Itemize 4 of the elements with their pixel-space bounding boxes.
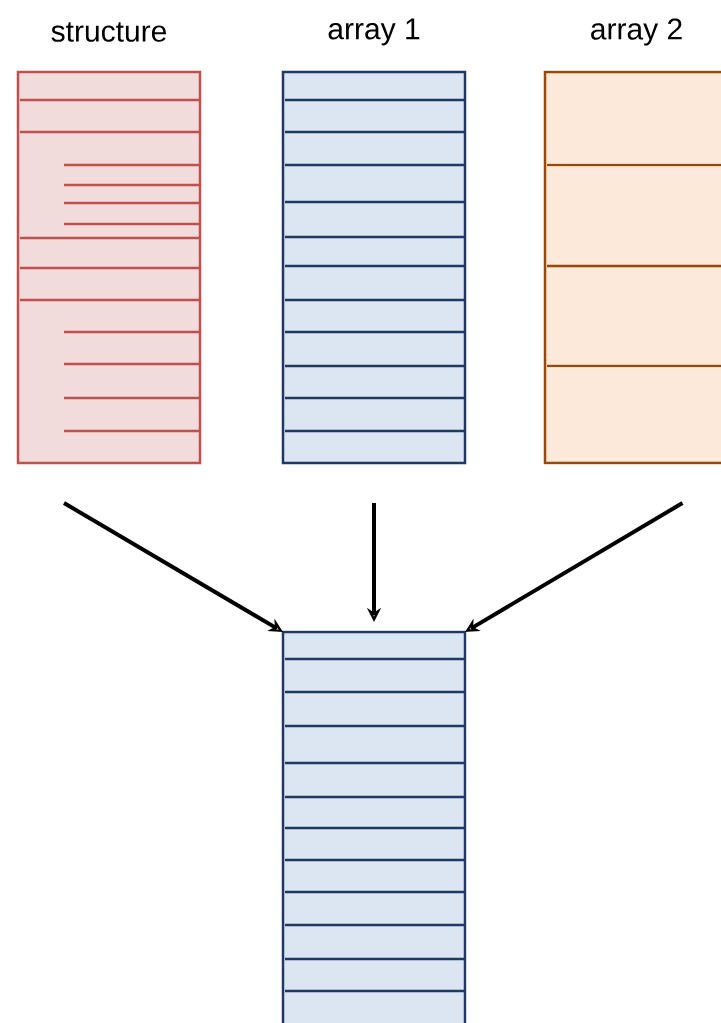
heading: array 2 — [591, 18, 682, 46]
heading: array 1 — [328, 18, 420, 46]
array-box — [281, 630, 467, 1023]
heading: structure — [51, 22, 166, 42]
